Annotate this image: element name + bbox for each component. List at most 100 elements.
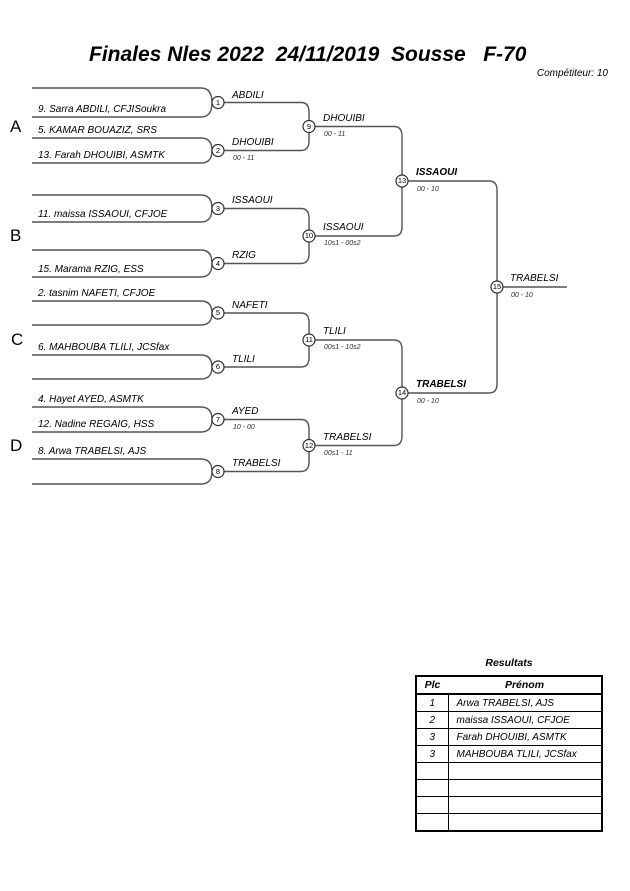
match-circle-15: [490, 280, 504, 294]
champion-name: TRABELSI: [510, 273, 559, 284]
match-circle-12: [302, 438, 316, 453]
section-label-b: B: [10, 226, 22, 245]
pair-bracket-d2: [32, 458, 213, 485]
results-header-name: Prénom: [448, 676, 602, 695]
table-row: 1 Arwa TRABELSI, AJS: [416, 693, 602, 712]
winner-name: TRABELSI: [323, 432, 372, 443]
match-circle-4: [211, 256, 225, 271]
pair-bracket-c2: [32, 354, 213, 380]
match-score: 10s1 - 00s2: [324, 240, 361, 247]
match-circle-8: [211, 464, 225, 479]
table-row: 2 maissa ISSAOUI, CFJOE: [416, 711, 602, 729]
sf-bracket-top: [315, 125, 403, 237]
result-name: MAHBOUBA TLILI, JCSfax: [447, 745, 602, 763]
match-circle-6: [211, 360, 225, 374]
match-circle-11: [302, 333, 316, 347]
result-place: 1: [416, 693, 448, 712]
match-circle-7: [211, 412, 225, 427]
winner-name: TRABELSI: [416, 379, 466, 390]
winner-name: ISSAOUI: [232, 195, 273, 206]
match-circle-9: [302, 119, 316, 134]
player-name: 5. KAMAR BOUAZIZ, SRS: [38, 125, 157, 136]
winner-name: TRABELSI: [232, 458, 281, 469]
match-circle-10: [302, 229, 316, 243]
winner-name: ISSAOUI: [416, 167, 458, 178]
table-row: [416, 796, 602, 814]
winner-name: AYED: [232, 406, 259, 417]
result-place: 3: [416, 745, 448, 763]
section-label-d: D: [10, 436, 23, 455]
result-name: [447, 779, 602, 797]
match-number: 5: [215, 308, 221, 317]
match-number: 3: [215, 203, 221, 213]
match-score: 00s1 - 10s2: [324, 344, 361, 351]
results-table: Plc Prénom 1 Arwa TRABELSI, AJS 2 maissa…: [415, 675, 603, 832]
match-number: 10: [304, 231, 314, 240]
player-name: 15. Marama RZIG, ESS: [38, 264, 144, 275]
player-name: 13. Farah DHOUIBI, ASMTK: [38, 150, 165, 161]
winner-name: NAFETI: [232, 300, 268, 311]
match-number: 4: [215, 258, 221, 268]
winner-name: DHOUIBI: [323, 113, 365, 124]
match-number: 15: [492, 282, 502, 291]
winner-name: ISSAOUI: [323, 222, 364, 233]
match-number: 14: [397, 388, 407, 397]
winner-name: TLILI: [232, 354, 255, 365]
player-name: 6. MAHBOUBA TLILI, JCSfax: [38, 342, 170, 353]
match-number: 12: [304, 440, 314, 450]
table-row: [416, 762, 602, 780]
match-circle-3: [211, 201, 225, 216]
match-number: 11: [305, 335, 313, 344]
results-title: Resultats: [485, 657, 533, 669]
table-row: [416, 779, 602, 797]
player-name: 12. Nadine REGAIG, HSS: [38, 419, 155, 430]
winner-name: TLILI: [323, 326, 346, 337]
sf-bracket-bottom: [315, 339, 403, 447]
match-score: 00 - 11: [233, 155, 255, 162]
winner-name: ABDILI: [232, 90, 264, 101]
match-number: 13: [397, 176, 407, 185]
player-name: 2. tasnim NAFETI, CFJOE: [38, 288, 156, 299]
match-number: 8: [215, 466, 221, 476]
winner-name: DHOUIBI: [232, 137, 274, 148]
competitor-count-label: Compétiteur: 10: [536, 68, 608, 79]
match-score: 00 - 10: [511, 292, 533, 299]
final-bracket: [408, 180, 498, 394]
match-number: 7: [215, 414, 221, 424]
result-place: 3: [416, 728, 448, 746]
match-circle-13: [395, 174, 409, 188]
player-name: 4. Hayet AYED, ASMTK: [38, 394, 144, 405]
match-circle-2: [211, 143, 225, 158]
match-score: 00 - 10: [417, 186, 439, 193]
result-place: 2: [416, 711, 448, 729]
player-name: 11. maissa ISSAOUI, CFJOE: [38, 209, 168, 220]
result-name: [447, 813, 602, 831]
match-number: 2: [215, 145, 221, 155]
match-score: 00 - 10: [417, 398, 439, 405]
table-row: [416, 813, 602, 831]
results-header-plc: Plc: [416, 676, 448, 695]
result-name: [447, 762, 602, 780]
match-score: 00s1 - 11: [324, 450, 353, 457]
result-name: Farah DHOUIBI, ASMTK: [447, 728, 602, 746]
result-name: [447, 796, 602, 814]
result-name: Arwa TRABELSI, AJS: [447, 693, 602, 712]
section-label-a: A: [10, 117, 22, 136]
match-circle-14: [395, 386, 409, 400]
table-row: 3 Farah DHOUIBI, ASMTK: [416, 728, 602, 746]
pair-bracket-c1: [32, 300, 213, 326]
result-place: [416, 813, 448, 831]
match-circle-1: [211, 95, 225, 110]
table-row: 3 MAHBOUBA TLILI, JCSfax: [416, 745, 602, 763]
player-name: 8. Arwa TRABELSI, AJS: [38, 446, 147, 457]
match-score: 00 - 11: [324, 131, 346, 138]
page-title: Finales Nles 2022 24/11/2019 Sousse F-70: [89, 43, 527, 66]
match-number: 1: [215, 97, 221, 107]
result-name: maissa ISSAOUI, CFJOE: [447, 711, 602, 729]
match-number: 6: [215, 362, 221, 371]
section-label-c: C: [11, 330, 24, 349]
result-place: [416, 779, 448, 797]
match-number: 9: [306, 121, 312, 131]
